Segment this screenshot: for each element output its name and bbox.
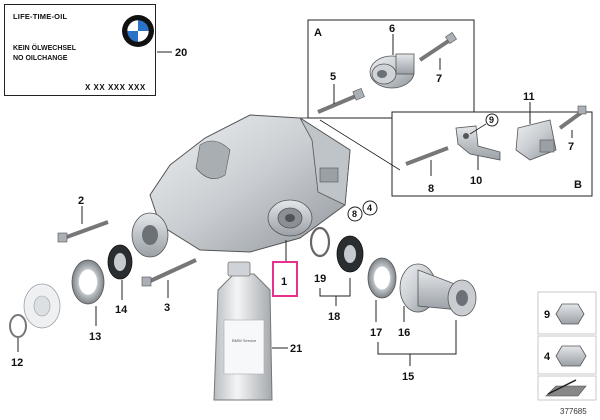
callout-3: 3	[164, 302, 170, 314]
ring-17	[367, 257, 397, 299]
label-code: X XX XXX XXX	[85, 83, 146, 92]
callout-16: 16	[398, 327, 410, 339]
nut-9-icon	[555, 303, 585, 325]
oil-label-box: LIFE-TIME-OIL KEIN ÖLWECHSEL NO OILCHANG…	[4, 4, 156, 96]
mount-11	[515, 119, 557, 161]
mount-bearing	[369, 53, 415, 89]
callout-circle-8	[347, 206, 363, 222]
bolt-2	[57, 220, 109, 243]
bottle-label: BMW Service	[232, 338, 257, 343]
output-flange-16	[399, 263, 477, 317]
callout-1: 1	[281, 276, 287, 288]
bracket-10	[455, 125, 501, 161]
callout-circle-9-text: 9	[489, 115, 494, 125]
reference-number: 377685	[560, 407, 587, 416]
callout-circle-8-text: 8	[352, 209, 357, 219]
callout-circle-4-text: 4	[367, 203, 372, 213]
circlip-12	[9, 314, 27, 338]
arrow-icon	[547, 379, 577, 395]
callout-14: 14	[115, 304, 128, 316]
oil-bottle: BMW Service	[213, 261, 273, 401]
callout-circle-4	[362, 200, 378, 216]
side-callout-4: 4	[544, 351, 551, 363]
washer-profile-icon	[545, 385, 587, 397]
bmw-logo	[122, 15, 154, 47]
callout-6: 6	[389, 23, 395, 35]
callout-19: 19	[314, 273, 326, 285]
callout-circle-9	[485, 113, 499, 127]
label-line-2: NO OILCHANGE	[13, 55, 68, 62]
callout-13: 13	[89, 331, 101, 343]
callout-8: 8	[428, 183, 434, 195]
callout-18: 18	[328, 311, 340, 323]
callout-2: 2	[78, 195, 84, 207]
callout-5: 5	[330, 71, 336, 83]
callout-17: 17	[370, 327, 382, 339]
callout-20: 20	[175, 47, 187, 59]
label-title: LIFE-TIME-OIL	[13, 12, 68, 21]
callout-7a: 7	[436, 73, 442, 85]
nut-4-icon	[555, 345, 587, 367]
inset-a: A 6 7 5	[307, 19, 475, 119]
ring-13	[71, 259, 105, 305]
bolt-7a	[418, 32, 457, 62]
bolt-3	[141, 258, 197, 287]
inset-b-label: B	[574, 179, 582, 191]
callout-12: 12	[11, 357, 23, 369]
side-legend: 9 4	[537, 291, 597, 401]
bolt-7b	[558, 105, 587, 130]
side-callout-9: 9	[544, 309, 550, 321]
callout-7b: 7	[568, 141, 574, 153]
seal-18	[336, 235, 364, 273]
circlip-19	[309, 226, 331, 258]
callout-11: 11	[523, 91, 535, 103]
callout-10: 10	[470, 175, 482, 187]
bolt-8	[405, 146, 449, 166]
inset-b: B 8 10 11 7	[391, 91, 593, 197]
bolt-5	[317, 88, 365, 114]
flange-left	[23, 283, 61, 329]
inset-a-label: A	[314, 27, 322, 39]
callout-21: 21	[290, 343, 302, 355]
callout-15: 15	[402, 371, 414, 383]
differential-housing	[131, 114, 351, 258]
seal-14	[107, 244, 133, 280]
highlight-box-1	[272, 261, 298, 297]
label-line-1: KEIN ÖLWECHSEL	[13, 45, 77, 52]
